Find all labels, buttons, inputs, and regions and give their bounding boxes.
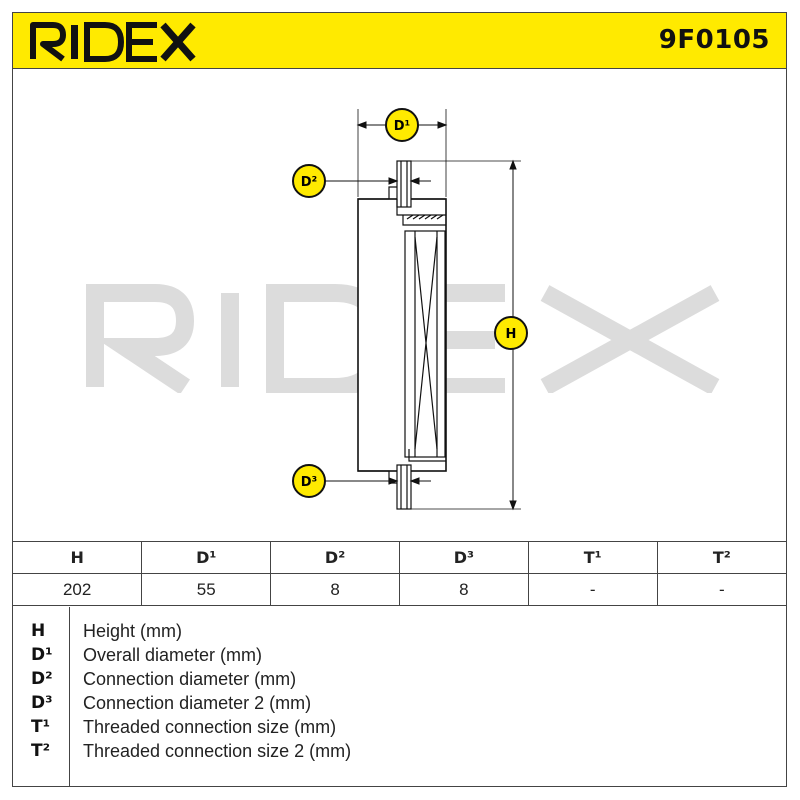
table-header-cell: D¹	[141, 541, 272, 574]
table-cell: -	[656, 573, 786, 606]
header-bar: 9F0105	[13, 13, 786, 69]
callout-d3: D³	[292, 464, 326, 498]
legend-item: T² Threaded connection size 2 (mm)	[13, 739, 786, 763]
legend-description: Threaded connection size 2 (mm)	[83, 741, 352, 761]
table-cell: 8	[398, 573, 529, 606]
table-cell: -	[527, 573, 658, 606]
legend-item: D³ Connection diameter 2 (mm)	[13, 691, 786, 715]
technical-drawing: D¹ D² H D³	[13, 69, 786, 541]
legend-item: H Height (mm)	[13, 619, 786, 643]
legend-symbol: T¹	[31, 717, 51, 737]
callout-d2: D²	[292, 164, 326, 198]
product-sheet: 9F0105	[12, 12, 787, 787]
table-row: 202 55 8 8 - -	[13, 573, 786, 606]
legend-item: D² Connection diameter (mm)	[13, 667, 786, 691]
table-cell: 202	[13, 573, 143, 606]
part-number: 9F0105	[658, 25, 770, 55]
legend-item: T¹ Threaded connection size (mm)	[13, 715, 786, 739]
callout-h: H	[494, 316, 528, 350]
table-cell: 8	[270, 573, 400, 606]
legend-symbol: T²	[31, 741, 51, 761]
table-header-cell: H	[13, 541, 143, 574]
legend-symbol: D³	[31, 693, 53, 713]
callout-d1: D¹	[385, 108, 419, 142]
ridex-logo	[30, 22, 196, 62]
callout-d2-label: D²	[301, 175, 318, 190]
callout-h-label: H	[506, 327, 517, 342]
legend-description: Height (mm)	[83, 621, 183, 641]
legend-symbol: D²	[31, 669, 53, 689]
legend-symbol: D¹	[31, 645, 53, 665]
legend-description: Connection diameter (mm)	[83, 669, 297, 689]
dimensions-table: H D¹ D² D³ T¹ T² 202 55 8 8 - -	[13, 541, 786, 606]
legend-symbol: H	[31, 621, 46, 641]
table-header-cell: T²	[656, 541, 786, 574]
table-header-cell: T¹	[527, 541, 658, 574]
table-header-row: H D¹ D² D³ T¹ T²	[13, 541, 786, 574]
table-cell: 55	[141, 573, 272, 606]
legend-description: Threaded connection size (mm)	[83, 717, 337, 737]
table-header-cell: D³	[398, 541, 529, 574]
legend-description: Connection diameter 2 (mm)	[83, 693, 312, 713]
table-header-cell: D²	[270, 541, 400, 574]
legend-divider	[69, 607, 70, 787]
callout-d1-label: D¹	[394, 119, 411, 134]
legend: H Height (mm) D¹ Overall diameter (mm) D…	[13, 607, 786, 787]
legend-item: D¹ Overall diameter (mm)	[13, 643, 786, 667]
callout-d3-label: D³	[301, 475, 318, 490]
filter-drawing: D¹ D² H D³	[292, 108, 528, 511]
legend-description: Overall diameter (mm)	[83, 645, 263, 665]
